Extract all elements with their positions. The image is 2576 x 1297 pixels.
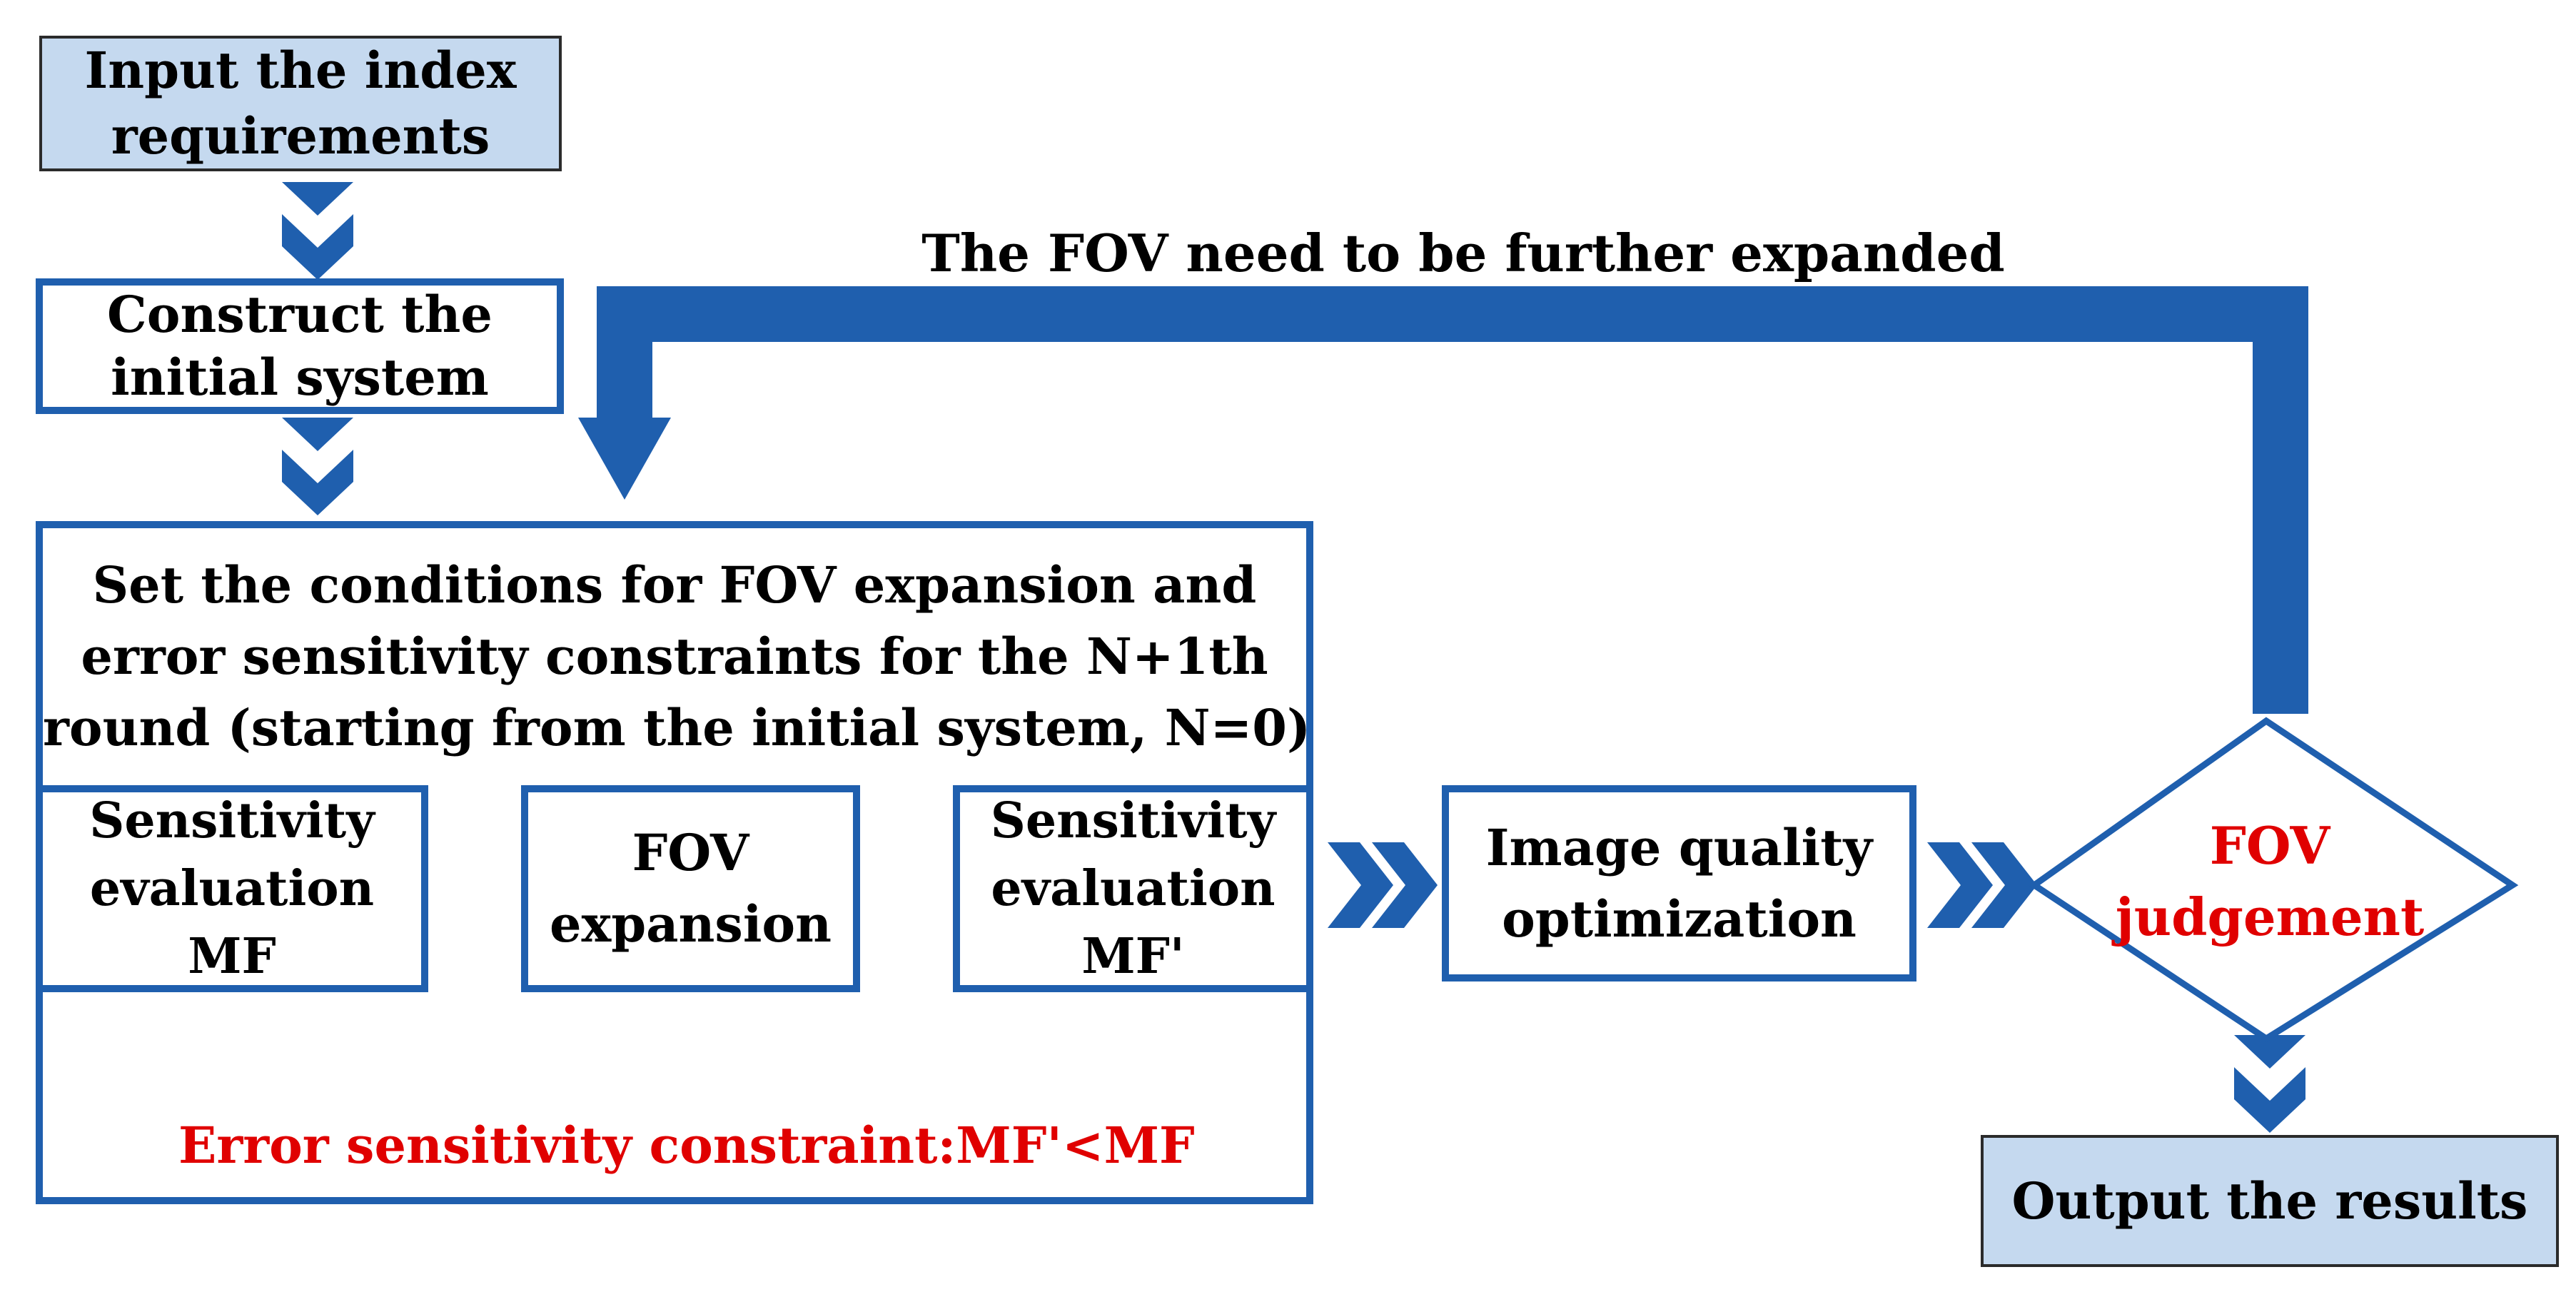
sensitivity-mf-box: Sensitivity evaluation MF [36, 785, 428, 992]
fov-expansion-line2: expansion [549, 894, 832, 954]
input-requirements-line1: Input the index [84, 41, 517, 100]
chevron-right-icon-2 [1927, 842, 2037, 928]
construct-system-line1: Construct the [107, 285, 493, 344]
output-results-line1: Output the results [2011, 1171, 2528, 1231]
fov-judgement-line1: FOV [2209, 815, 2330, 876]
sensitivity-mf-prime-line3: MF' [1081, 927, 1185, 985]
input-requirements-box: Input the index requirements [39, 36, 562, 171]
chevron-right-icon-1 [1328, 842, 1438, 928]
image-quality-box: Image quality optimization [1442, 785, 1916, 981]
image-quality-line1: Image quality [1485, 817, 1873, 877]
image-quality-line2: optimization [1502, 889, 1857, 949]
fov-judgement-text: FOV judgement [2091, 810, 2448, 953]
sensitivity-mf-prime-line2: evaluation [991, 859, 1276, 917]
conditions-text: Set the conditions for FOV expansion and… [43, 550, 1311, 764]
construct-system-box: Construct the initial system [36, 278, 564, 414]
conditions-line1: Set the conditions for FOV expansion and [92, 555, 1257, 615]
conditions-line2: error sensitivity constraints for the N+… [81, 627, 1268, 686]
sensitivity-mf-prime-line1: Sensitivity [990, 792, 1276, 849]
conditions-line3: round (starting from the initial system,… [43, 698, 1311, 757]
feedback-arrowhead [578, 418, 671, 500]
input-requirements-line2: requirements [111, 106, 490, 166]
fov-expansion-line1: FOV [632, 823, 749, 882]
fov-judgement-diamond [2029, 717, 2519, 1043]
constraint-label: Error sensitivity constraint:MF'<MF [178, 1116, 1195, 1175]
feedback-loop-line [597, 286, 2308, 714]
construct-system-line2: initial system [111, 348, 489, 407]
fov-judgement-line2: judgement [2115, 887, 2425, 947]
sensitivity-mf-prime-box: Sensitivity evaluation MF' [953, 785, 1313, 992]
feedback-label: The FOV need to be further expanded [921, 223, 2005, 283]
fov-expansion-box: FOV expansion [521, 785, 860, 992]
chevron-down-icon-3 [2234, 1035, 2305, 1133]
sensitivity-mf-line1: Sensitivity [89, 792, 375, 849]
chevron-down-icon-1 [282, 182, 353, 280]
sensitivity-mf-line3: MF [188, 927, 276, 985]
sensitivity-mf-line2: evaluation [89, 859, 375, 917]
output-results-box: Output the results [1981, 1135, 2559, 1267]
chevron-down-icon-2 [282, 418, 353, 515]
